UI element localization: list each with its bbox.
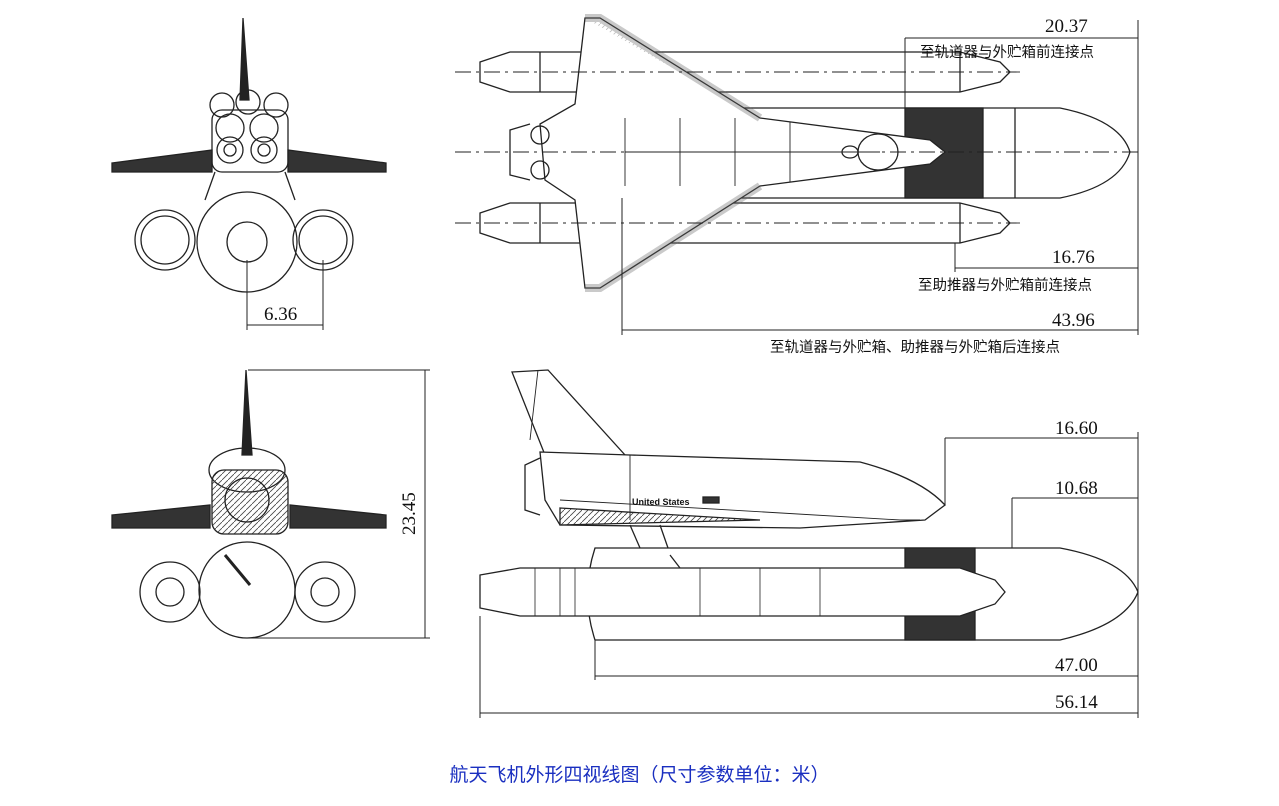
dim-47-00: 47.00 xyxy=(1055,655,1098,676)
dim-10-68: 10.68 xyxy=(1055,478,1098,499)
front-view xyxy=(111,17,387,293)
rear-view xyxy=(111,369,387,639)
dim-23-45: 23.45 xyxy=(399,492,420,535)
dim-56-14: 56.14 xyxy=(1055,692,1098,713)
figure-caption: 航天飞机外形四视线图（尺寸参数单位：米） xyxy=(449,764,830,786)
dim-16-60: 16.60 xyxy=(1055,418,1098,439)
side-dimension-lines xyxy=(479,432,1139,718)
dimension-6-36-lines xyxy=(246,260,324,330)
note-fwd-orbiter-tank: 至轨道器与外贮箱前连接点 xyxy=(920,44,1094,61)
dimension-23-45-lines xyxy=(248,369,430,639)
top-view xyxy=(479,14,1131,292)
dim-43-96: 43.96 xyxy=(1052,310,1095,331)
dim-20-37: 20.37 xyxy=(1045,16,1088,37)
side-name-marking: United States xyxy=(632,497,690,507)
top-dimension-lines xyxy=(621,20,1139,335)
dim-6-36: 6.36 xyxy=(264,304,297,325)
dim-16-76: 16.76 xyxy=(1052,247,1095,268)
side-view xyxy=(479,369,1139,641)
note-fwd-booster-tank: 至助推器与外贮箱前连接点 xyxy=(918,277,1092,294)
note-aft-attach: 至轨道器与外贮箱、助推器与外贮箱后连接点 xyxy=(770,339,1060,356)
